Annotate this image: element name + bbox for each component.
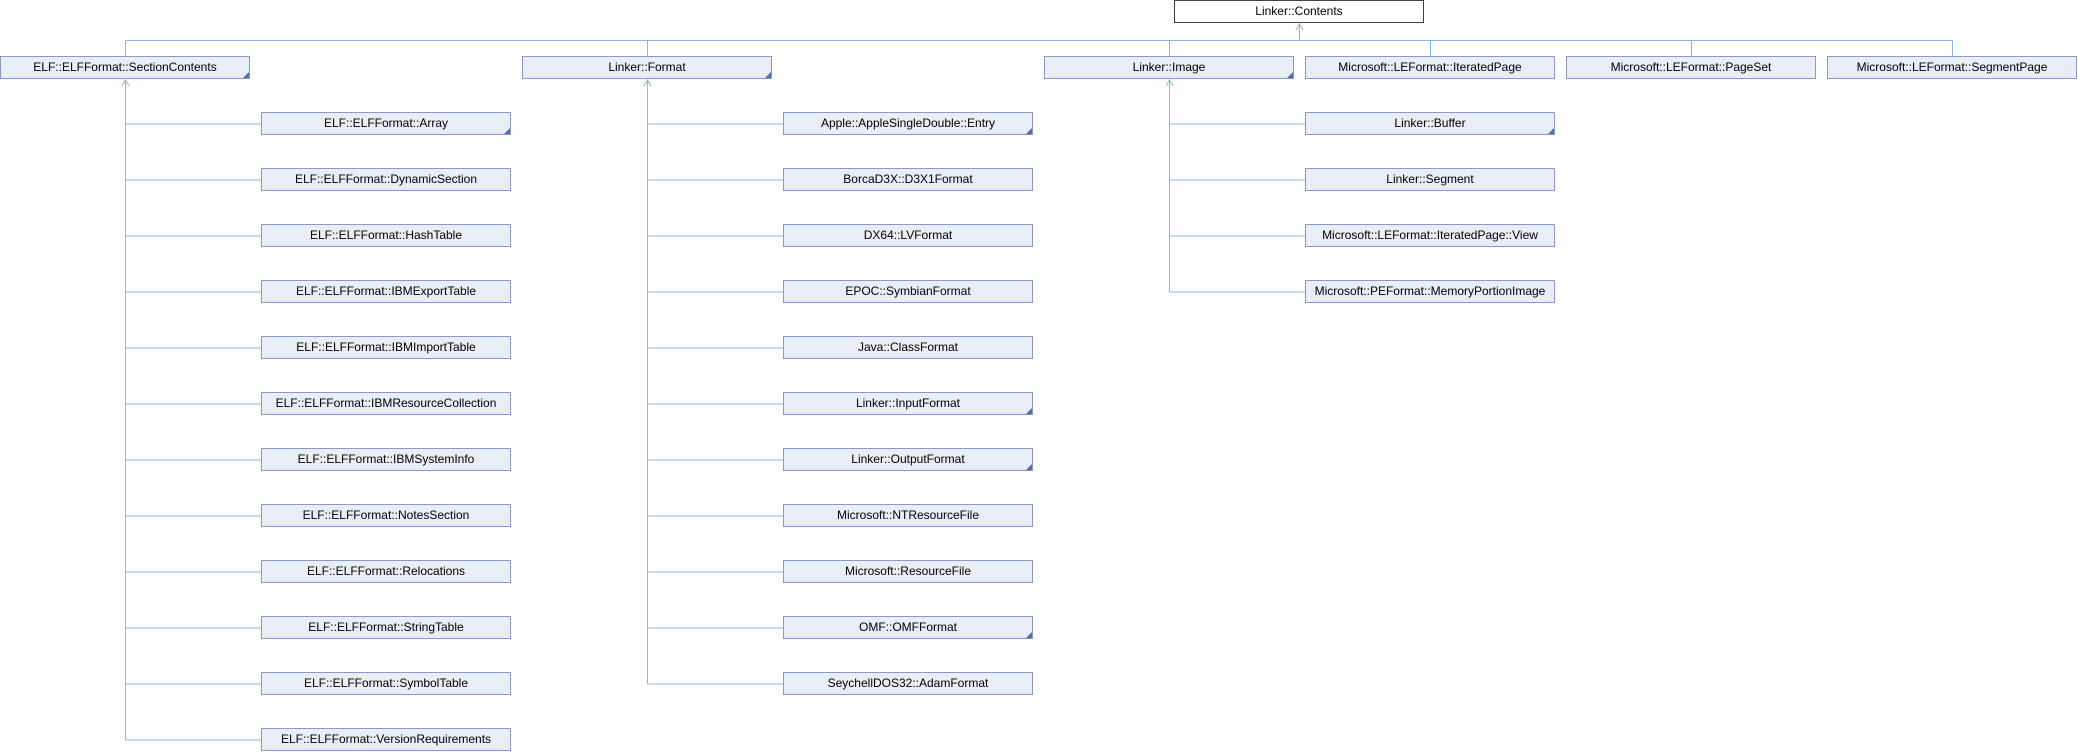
class-node-elf-relocations[interactable]: ELF::ELFFormat::Relocations xyxy=(261,560,511,583)
class-node-elf-dynamicsection[interactable]: ELF::ELFFormat::DynamicSection xyxy=(261,168,511,191)
class-node-seychelldos32-adamformat[interactable]: SeychellDOS32::AdamFormat xyxy=(783,672,1033,695)
class-node-linker-segment[interactable]: Linker::Segment xyxy=(1305,168,1555,191)
class-node-linker-contents[interactable]: Linker::Contents xyxy=(1174,0,1424,23)
class-node-label: Microsoft::LEFormat::PageSet xyxy=(1610,60,1772,74)
class-node-label: ELF::ELFFormat::IBMResourceCollection xyxy=(275,396,497,410)
class-node-label: ELF::ELFFormat::IBMExportTable xyxy=(295,284,477,298)
class-node-le-pageset[interactable]: Microsoft::LEFormat::PageSet xyxy=(1566,56,1816,79)
class-node-microsoft-ntresourcefile[interactable]: Microsoft::NTResourceFile xyxy=(783,504,1033,527)
subclass-indicator-icon xyxy=(504,128,510,134)
class-node-elf-versionrequirements[interactable]: ELF::ELFFormat::VersionRequirements xyxy=(261,728,511,751)
class-node-label: ELF::ELFFormat::Array xyxy=(323,116,449,130)
class-node-label: Linker::Segment xyxy=(1386,172,1474,186)
class-node-label: Microsoft::LEFormat::IteratedPage xyxy=(1338,60,1522,74)
class-node-linker-outputformat[interactable]: Linker::OutputFormat xyxy=(783,448,1033,471)
class-node-apple-entry[interactable]: Apple::AppleSingleDouble::Entry xyxy=(783,112,1033,135)
class-node-label: ELF::ELFFormat::HashTable xyxy=(309,228,463,242)
class-node-elf-ibmresourcecollection[interactable]: ELF::ELFFormat::IBMResourceCollection xyxy=(261,392,511,415)
class-node-elf-notessection[interactable]: ELF::ELFFormat::NotesSection xyxy=(261,504,511,527)
class-node-elf-symboltable[interactable]: ELF::ELFFormat::SymbolTable xyxy=(261,672,511,695)
class-node-label: ELF::ELFFormat::IBMSystemInfo xyxy=(297,452,475,466)
class-node-le-iteratedpage[interactable]: Microsoft::LEFormat::IteratedPage xyxy=(1305,56,1555,79)
class-node-label: Linker::InputFormat xyxy=(855,396,961,410)
class-node-microsoft-resourcefile[interactable]: Microsoft::ResourceFile xyxy=(783,560,1033,583)
class-node-omf-omfformat[interactable]: OMF::OMFFormat xyxy=(783,616,1033,639)
class-node-label: OMF::OMFFormat xyxy=(859,620,957,634)
class-node-label: Linker::OutputFormat xyxy=(851,452,965,466)
class-node-linker-format[interactable]: Linker::Format xyxy=(522,56,772,79)
class-node-label: Linker::Contents xyxy=(1255,4,1343,18)
class-node-epoc-symbianformat[interactable]: EPOC::SymbianFormat xyxy=(783,280,1033,303)
subclass-indicator-icon xyxy=(1026,128,1032,134)
class-node-label: ELF::ELFFormat::StringTable xyxy=(308,620,464,634)
subclass-indicator-icon xyxy=(243,72,249,78)
class-node-label: Microsoft::NTResourceFile xyxy=(836,508,980,522)
class-node-elf-ibmimporttable[interactable]: ELF::ELFFormat::IBMImportTable xyxy=(261,336,511,359)
class-node-label: Microsoft::LEFormat::IteratedPage::View xyxy=(1322,228,1538,242)
class-node-pe-memoryportionimage[interactable]: Microsoft::PEFormat::MemoryPortionImage xyxy=(1305,280,1555,303)
class-node-label: ELF::ELFFormat::VersionRequirements xyxy=(280,732,492,746)
class-node-le-segmentpage[interactable]: Microsoft::LEFormat::SegmentPage xyxy=(1827,56,2077,79)
class-node-dx64-lvformat[interactable]: DX64::LVFormat xyxy=(783,224,1033,247)
class-node-elf-sectioncontents[interactable]: ELF::ELFFormat::SectionContents xyxy=(0,56,250,79)
class-node-label: DX64::LVFormat xyxy=(863,228,953,242)
class-node-elf-array[interactable]: ELF::ELFFormat::Array xyxy=(261,112,511,135)
class-node-label: Microsoft::LEFormat::SegmentPage xyxy=(1856,60,2048,74)
class-node-linker-image[interactable]: Linker::Image xyxy=(1044,56,1294,79)
class-node-label: BorcaD3X::D3X1Format xyxy=(843,172,973,186)
class-node-label: Microsoft::ResourceFile xyxy=(844,564,972,578)
class-node-elf-hashtable[interactable]: ELF::ELFFormat::HashTable xyxy=(261,224,511,247)
class-node-label: ELF::ELFFormat::DynamicSection xyxy=(294,172,478,186)
class-node-elf-ibmsysteminfo[interactable]: ELF::ELFFormat::IBMSystemInfo xyxy=(261,448,511,471)
class-node-elf-ibmexporttable[interactable]: ELF::ELFFormat::IBMExportTable xyxy=(261,280,511,303)
class-node-label: SeychellDOS32::AdamFormat xyxy=(827,676,989,690)
class-node-label: ELF::ELFFormat::Relocations xyxy=(306,564,466,578)
class-node-java-classformat[interactable]: Java::ClassFormat xyxy=(783,336,1033,359)
subclass-indicator-icon xyxy=(765,72,771,78)
class-node-label: Microsoft::PEFormat::MemoryPortionImage xyxy=(1314,284,1546,298)
class-node-label: Linker::Image xyxy=(1132,60,1206,74)
class-node-label: Linker::Format xyxy=(608,60,686,74)
subclass-indicator-icon xyxy=(1026,408,1032,414)
class-node-label: ELF::ELFFormat::IBMImportTable xyxy=(296,340,476,354)
class-node-label: ELF::ELFFormat::NotesSection xyxy=(302,508,470,522)
class-node-label: ELF::ELFFormat::SymbolTable xyxy=(303,676,469,690)
subclass-indicator-icon xyxy=(1026,632,1032,638)
class-node-label: Apple::AppleSingleDouble::Entry xyxy=(820,116,996,130)
class-node-borcad3x-d3x1format[interactable]: BorcaD3X::D3X1Format xyxy=(783,168,1033,191)
subclass-indicator-icon xyxy=(1287,72,1293,78)
class-node-linker-buffer[interactable]: Linker::Buffer xyxy=(1305,112,1555,135)
class-node-label: ELF::ELFFormat::SectionContents xyxy=(33,60,217,74)
subclass-indicator-icon xyxy=(1026,464,1032,470)
class-node-label: Linker::Buffer xyxy=(1394,116,1466,130)
class-node-label: EPOC::SymbianFormat xyxy=(845,284,971,298)
class-node-label: Java::ClassFormat xyxy=(857,340,959,354)
class-node-le-iteratedpage-view[interactable]: Microsoft::LEFormat::IteratedPage::View xyxy=(1305,224,1555,247)
class-node-elf-stringtable[interactable]: ELF::ELFFormat::StringTable xyxy=(261,616,511,639)
subclass-indicator-icon xyxy=(1548,128,1554,134)
class-node-linker-inputformat[interactable]: Linker::InputFormat xyxy=(783,392,1033,415)
